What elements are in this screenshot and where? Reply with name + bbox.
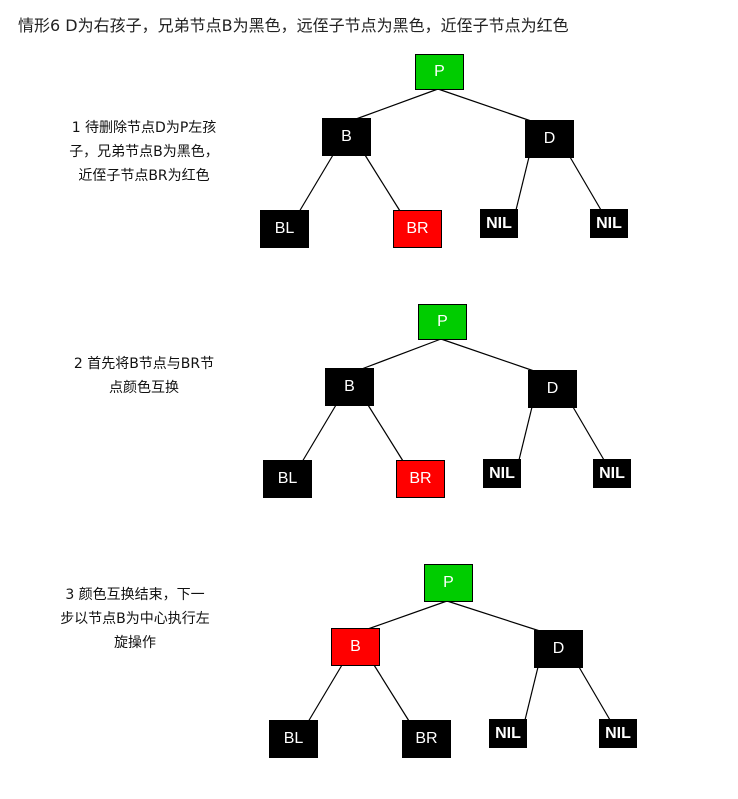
node-p-2: P (418, 304, 467, 340)
node-nil1-3: NIL (489, 719, 527, 748)
node-p-1: P (415, 54, 464, 90)
step-1-line-3: 近侄子节点BR为红色 (78, 168, 210, 184)
node-label: NIL (486, 214, 512, 232)
diagram-title: 情形6 D为右孩子，兄弟节点B为黑色，远侄子节点为黑色，近侄子节点为红色 (18, 16, 569, 35)
node-d-1: D (525, 120, 574, 158)
edge-p-b-2 (358, 338, 442, 371)
node-label: NIL (596, 214, 622, 232)
step-2-description: 2 首先将B节点与BR节 点颜色互换 (44, 352, 244, 400)
node-br-3: BR (402, 720, 451, 758)
node-label: D (552, 640, 565, 657)
node-b-1: B (322, 118, 371, 156)
step-1-line-1: 1 待删除节点D为P左孩 (71, 120, 217, 136)
node-nil1-2: NIL (483, 459, 521, 488)
edge-d-nil2-2 (572, 406, 605, 461)
edge-b-bl-3 (307, 664, 343, 723)
node-label: P (434, 63, 445, 80)
node-bl-1: BL (260, 210, 309, 248)
edge-b-bl-2 (301, 404, 337, 463)
node-b-2: B (325, 368, 374, 406)
step-2-line-2: 点颜色互换 (109, 380, 179, 396)
step-1-line-2: 子，兄弟节点B为黑色， (69, 144, 219, 160)
node-label: BL (274, 220, 295, 237)
node-d-2: D (528, 370, 577, 408)
step-3-line-2: 步以节点B为中心执行左 (60, 611, 210, 627)
edge-d-nil2-3 (578, 666, 611, 721)
node-label: NIL (489, 464, 515, 482)
edge-p-d-1 (437, 88, 535, 123)
node-nil2-2: NIL (593, 459, 631, 488)
edge-p-d-3 (446, 600, 544, 633)
node-label: BR (409, 470, 432, 487)
node-p-3: P (424, 564, 473, 602)
node-label: NIL (605, 724, 631, 742)
node-label: P (443, 574, 454, 591)
step-3-description: 3 颜色互换结束，下一 步以节点B为中心执行左 旋操作 (30, 583, 240, 655)
edge-d-nil1-2 (518, 406, 533, 461)
node-label: B (350, 638, 361, 655)
edge-p-d-2 (440, 338, 538, 373)
node-br-2: BR (396, 460, 445, 498)
node-d-3: D (534, 630, 583, 668)
edge-d-nil1-3 (524, 666, 539, 721)
edge-b-br-3 (373, 664, 410, 722)
node-bl-2: BL (263, 460, 312, 498)
node-br-1: BR (393, 210, 442, 248)
edge-p-b-3 (364, 600, 448, 631)
edge-d-nil1-1 (515, 156, 530, 211)
edge-p-b-1 (355, 88, 439, 120)
node-label: NIL (599, 464, 625, 482)
step-2-line-1: 2 首先将B节点与BR节 (73, 356, 215, 372)
edge-b-br-1 (364, 154, 401, 212)
node-label: BR (415, 730, 438, 747)
node-label: B (344, 378, 355, 395)
step-3-line-1: 3 颜色互换结束，下一 (65, 587, 205, 603)
node-nil2-3: NIL (599, 719, 637, 748)
step-3-line-3: 旋操作 (114, 635, 156, 651)
node-b-3: B (331, 628, 380, 666)
step-1-description: 1 待删除节点D为P左孩 子，兄弟节点B为黑色， 近侄子节点BR为红色 (44, 116, 244, 188)
edge-d-nil2-1 (569, 156, 602, 211)
node-label: P (437, 313, 448, 330)
edge-b-bl-1 (298, 154, 334, 213)
node-label: BL (283, 730, 304, 747)
node-label: D (543, 130, 556, 147)
node-label: BL (277, 470, 298, 487)
node-label: D (546, 380, 559, 397)
node-bl-3: BL (269, 720, 318, 758)
node-label: BR (406, 220, 429, 237)
node-nil1-1: NIL (480, 209, 518, 238)
node-label: B (341, 128, 352, 145)
node-label: NIL (495, 724, 521, 742)
edge-b-br-2 (367, 404, 404, 462)
node-nil2-1: NIL (590, 209, 628, 238)
